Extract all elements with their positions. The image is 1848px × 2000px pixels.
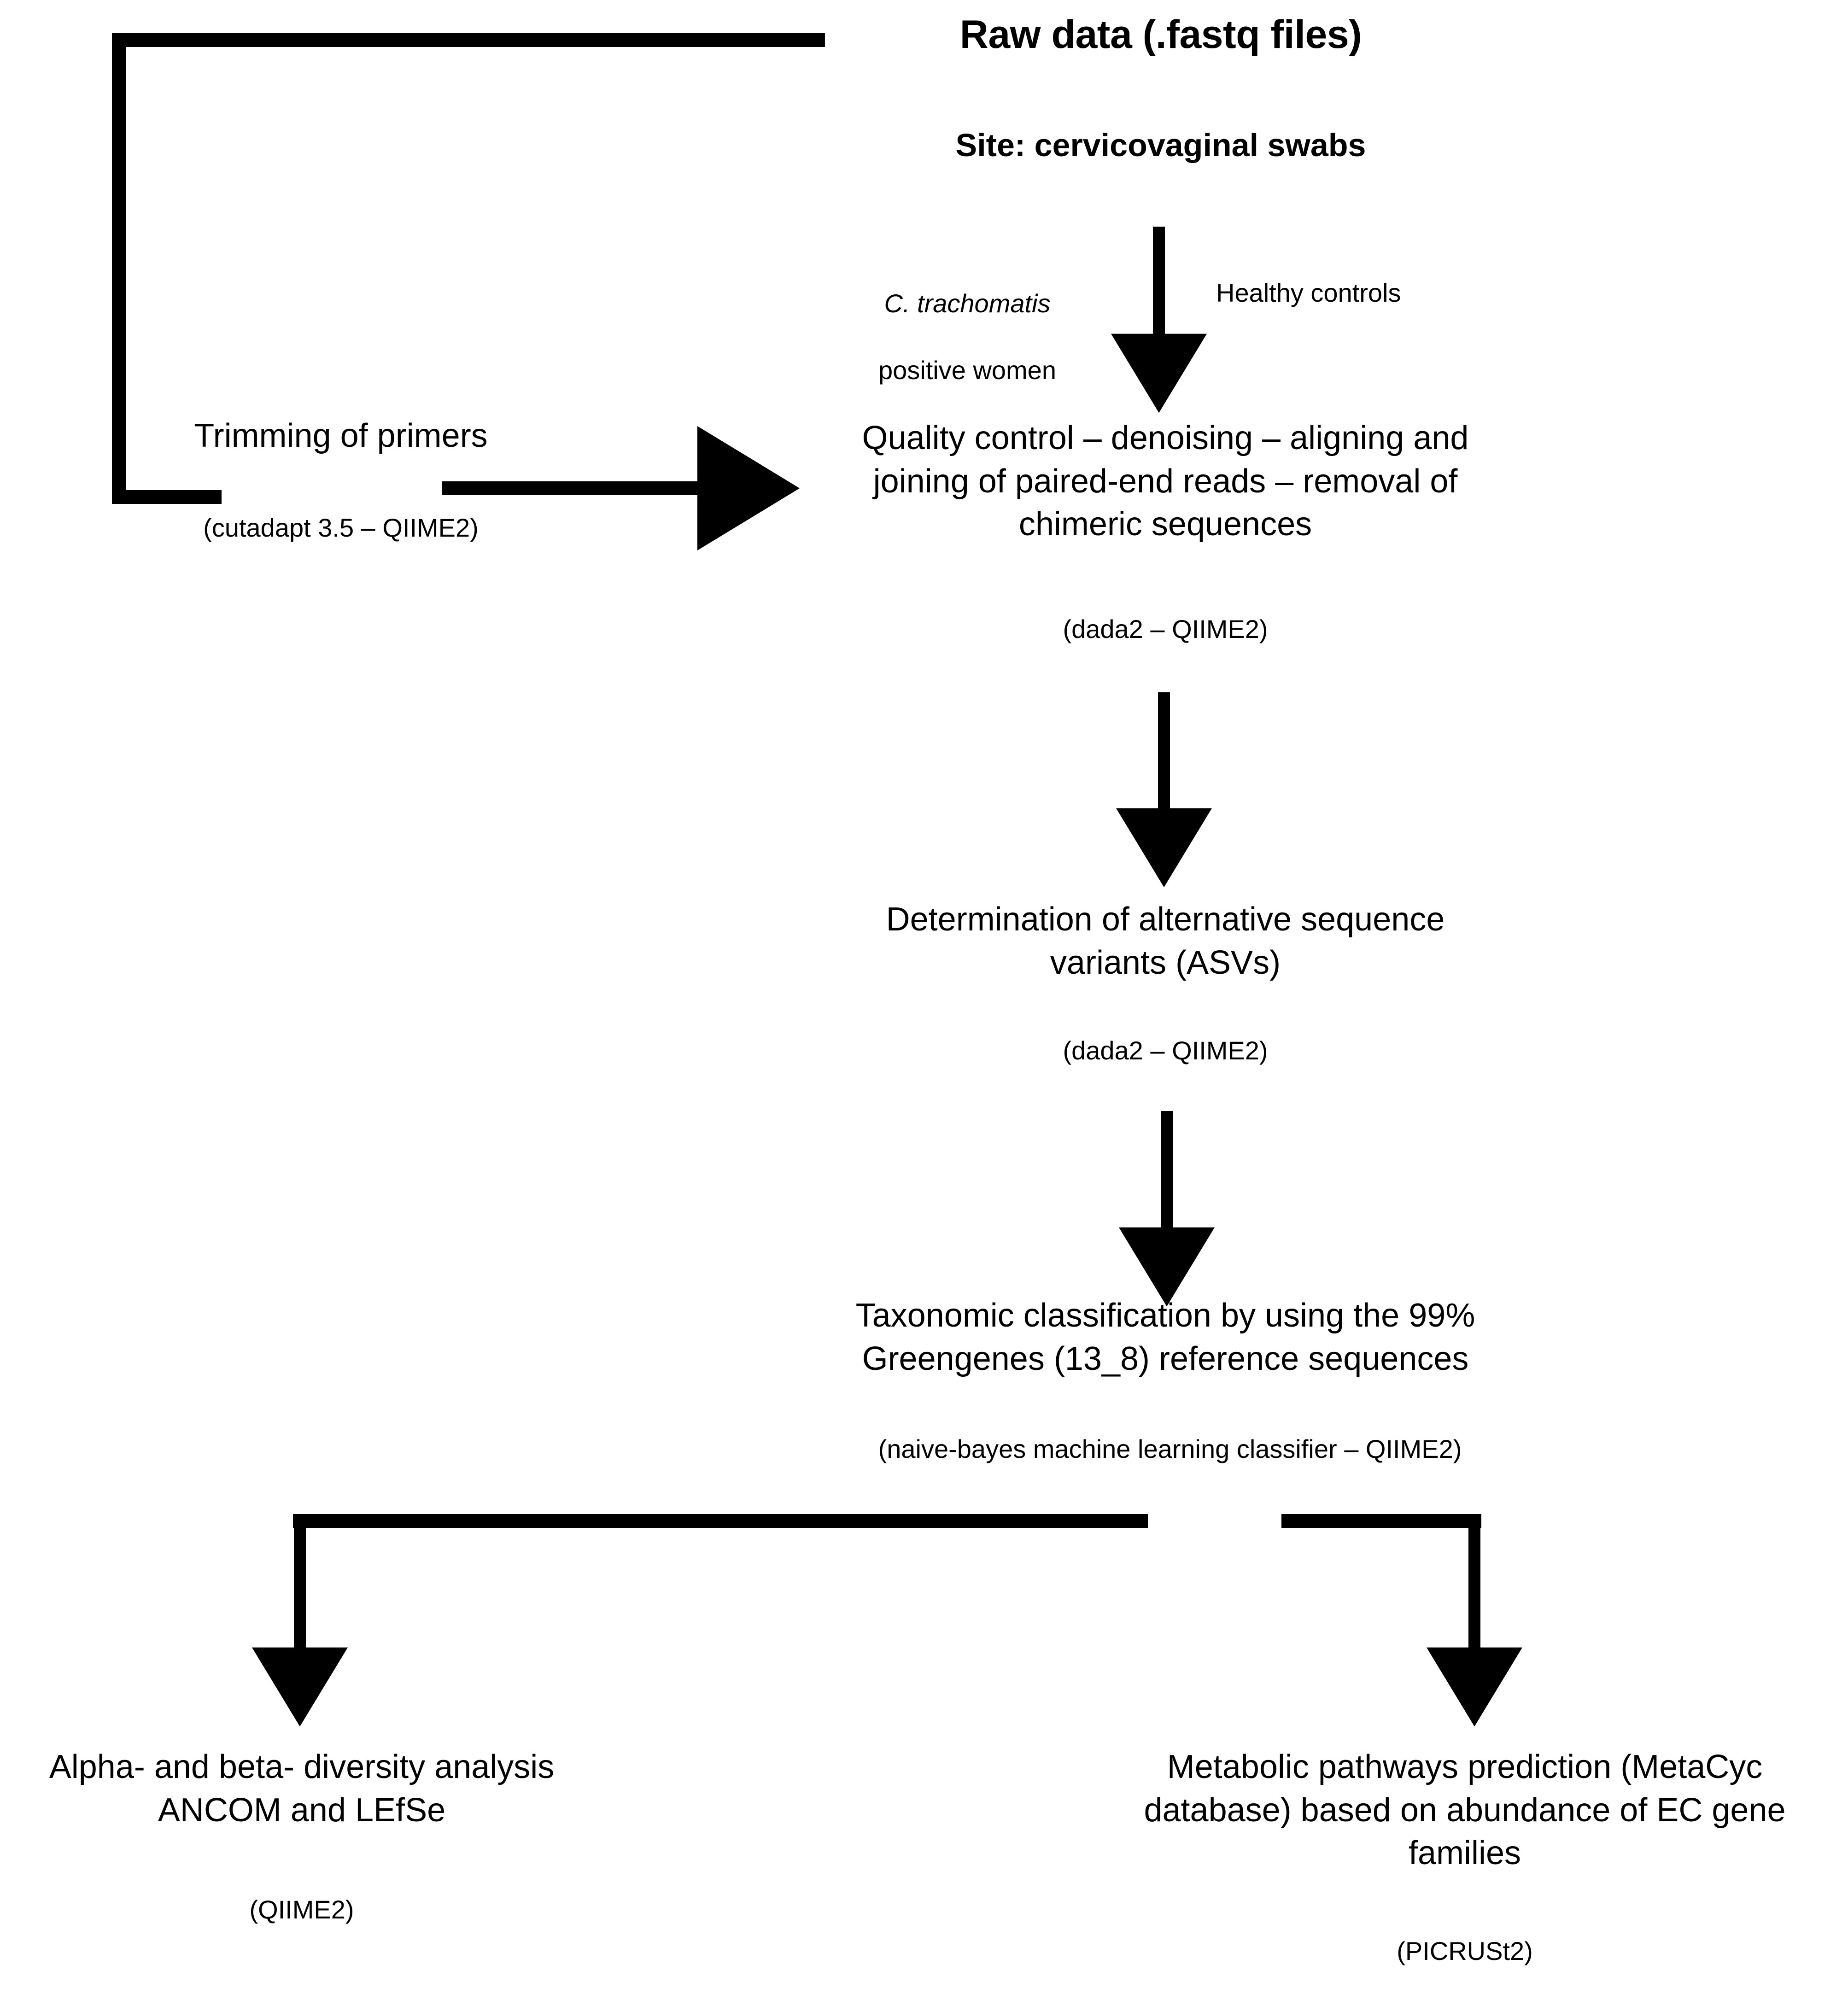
step-taxonomic-classification: Taxonomic classification by using the 99… [855,1297,1475,1377]
step-trimming-of-primers: Trimming of primers [194,417,488,454]
tool-dada2-qc: (dada2 – QIIME2) [1063,614,1268,643]
tool-dada2-asv: (dada2 – QIIME2) [1063,1036,1268,1065]
outcome-diversity-analysis: Alpha- and beta- diversity analysis ANCO… [49,1749,555,1829]
step-quality-control: Quality control – denoising – aligning a… [862,420,1469,543]
tool-cutadapt: (cutadapt 3.5 – QIIME2) [203,513,479,542]
step-asv-determination: Determination of alternative sequence va… [886,901,1445,981]
bottom-bracket-right-horizontal [1281,1514,1481,1528]
diagram-subtitle: Site: cervicovaginal swabs [955,127,1366,163]
branch-label-ct-positive-species: C. trachomatis [884,288,1051,318]
outcome-metabolic-pathways: Metabolic pathways prediction (MetaCyc d… [1144,1749,1786,1872]
diagram-title: Raw data (.fastq files) [959,12,1362,57]
tool-naive-bayes-classifier: (naive-bayes machine learning classifier… [878,1434,1462,1463]
tool-picrust2: (PICRUSt2) [1397,1936,1533,1965]
top-bracket-vertical [112,33,126,504]
branch-label-healthy-controls: Healthy controls [1216,278,1401,307]
branch-label-ct-positive-group: positive women [878,356,1056,385]
top-bracket-foot [112,490,222,504]
bottom-bracket-left-horizontal [293,1514,1148,1528]
branch-label-ct-positive: C. trachomatis positive women [783,253,1152,387]
tool-qiime2-diversity: (QIIME2) [249,1895,354,1924]
top-bracket-horizontal [112,33,825,47]
